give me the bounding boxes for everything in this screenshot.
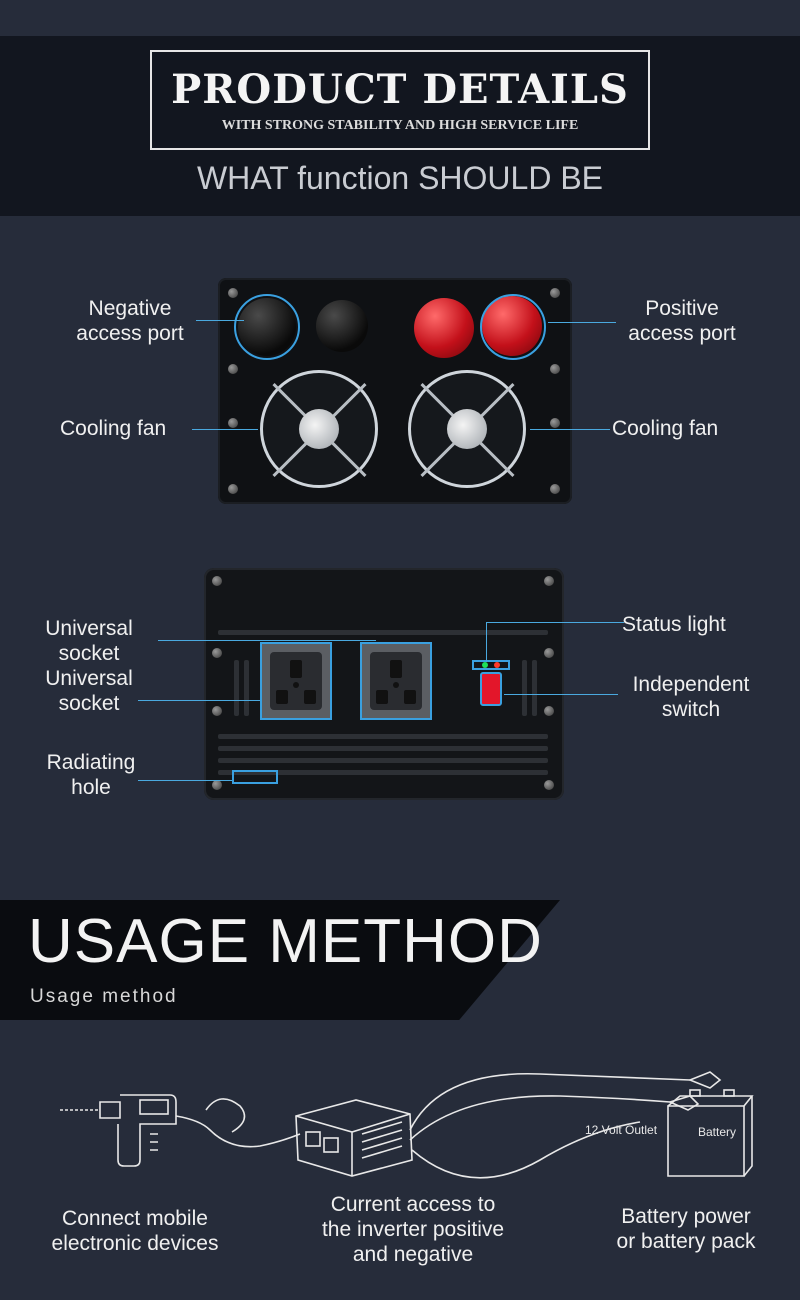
battery-label: Battery (698, 1125, 736, 1139)
leader-line (196, 320, 244, 321)
inverter-front-panel (218, 278, 572, 504)
outlet-label: 12 Volt Outlet (585, 1123, 658, 1137)
universal-socket (360, 642, 432, 720)
tagline: WHAT function SHOULD BE (196, 160, 604, 196)
leader-line (486, 622, 624, 623)
label-status-light: Status light (622, 613, 726, 636)
screw (544, 706, 554, 716)
negative-terminal-knob (316, 300, 368, 352)
screw (212, 576, 222, 586)
power-switch[interactable] (480, 672, 502, 706)
screw (228, 288, 238, 298)
status-led-red (494, 662, 500, 668)
page-subtitle: WITH STRONG STABILITY AND HIGH SERVICE L… (221, 118, 579, 133)
leader-line (138, 700, 260, 701)
page-title: PRODUCT DETAILS (171, 66, 629, 113)
step-current-access: Current access to the inverter positive … (321, 1193, 505, 1266)
screw (228, 484, 238, 494)
label-negative-port: Negative access port (76, 297, 184, 345)
screw (544, 648, 554, 658)
leader-line (548, 322, 616, 323)
step-connect-devices: Connect mobile electronic devices (51, 1207, 219, 1255)
leader-line (486, 622, 487, 662)
step-battery-power: Battery power or battery pack (616, 1205, 756, 1253)
title-box: PRODUCT DETAILS WITH STRONG STABILITY AN… (150, 50, 650, 150)
cooling-fan-left (260, 370, 378, 488)
screw (550, 288, 560, 298)
screw (212, 780, 222, 790)
status-light-frame (472, 660, 510, 670)
screw (544, 576, 554, 586)
leader-line (158, 640, 376, 641)
label-independent-switch: Independent switch (632, 673, 750, 721)
battery-icon (667, 1089, 754, 1177)
leader-line (504, 694, 618, 695)
status-led-green (482, 662, 488, 668)
radiating-hole-highlight (232, 770, 278, 784)
highlight-ring (234, 294, 300, 360)
screw (550, 418, 560, 428)
label-universal-socket-2: Universal socket (45, 667, 133, 715)
drill-icon (60, 1094, 301, 1167)
usage-title: USAGE METHOD (28, 907, 543, 976)
fan-hub (447, 409, 487, 449)
screw (212, 648, 222, 658)
usage-band (0, 900, 560, 1020)
label-positive-port: Positive access port (628, 297, 736, 345)
leader-line (192, 429, 258, 430)
cables-icon (409, 1071, 722, 1179)
screw (544, 780, 554, 790)
label-cooling-fan-right: Cooling fan (612, 417, 719, 440)
usage-sketch: 12 Volt Outlet Battery (60, 1071, 754, 1179)
positive-terminal-knob (414, 298, 474, 358)
inverter-icon (295, 1099, 413, 1177)
inverter-back-panel (204, 568, 564, 800)
leader-line (530, 429, 610, 430)
label-cooling-fan-left: Cooling fan (60, 417, 167, 440)
screw (550, 484, 560, 494)
label-universal-socket-1: Universal socket (45, 617, 133, 665)
header-band (0, 36, 800, 216)
screw (550, 364, 560, 374)
highlight-ring (480, 294, 546, 360)
label-radiating-hole: Radiating hole (46, 751, 136, 799)
fan-hub (299, 409, 339, 449)
usage-subtitle: Usage method (30, 986, 178, 1007)
screw (228, 364, 238, 374)
leader-line (138, 780, 232, 781)
universal-socket (260, 642, 332, 720)
screw (228, 418, 238, 428)
screw (212, 706, 222, 716)
cooling-fan-right (408, 370, 526, 488)
